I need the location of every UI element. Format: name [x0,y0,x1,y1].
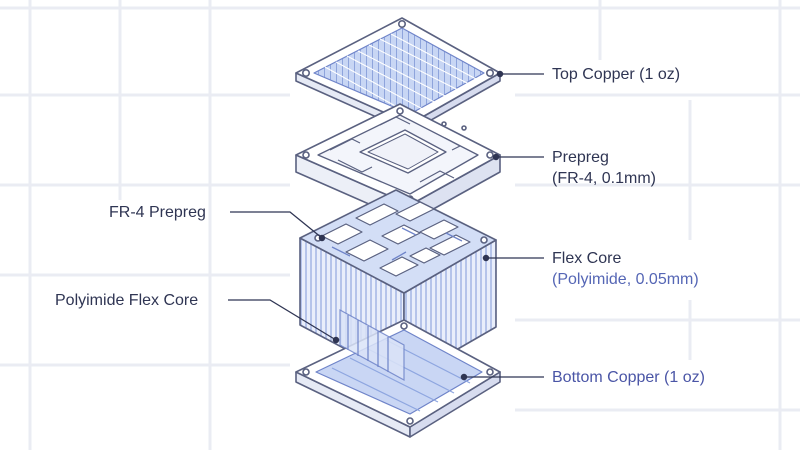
prepreg-layer [295,103,501,223]
leader-dot-prepreg [492,153,500,161]
label-flex-core-line1: Flex Core [552,250,622,267]
leader-dot-polyimide [332,336,340,344]
label-fr4-prepreg: FR-4 Prepreg [109,204,206,221]
label-prepreg-line2: (FR-4, 0.1mm) [552,170,656,187]
label-prepreg: Prepreg (FR-4, 0.1mm) [552,147,656,189]
label-polyimide-flex-core: Polyimide Flex Core [55,292,199,309]
label-flex-core-line2: (Polyimide, 0.05mm) [552,271,699,288]
label-flex-core: Flex Core (Polyimide, 0.05mm) [552,248,699,290]
leader-dot-flex-core [482,254,490,262]
leader-lines [228,70,544,381]
leader-dot-top-copper [496,70,504,78]
flex-ribbon [339,308,405,382]
label-prepreg-line1: Prepreg [552,149,609,166]
leader-dot-fr4-prepreg [318,234,326,242]
leader-dot-bottom-copper [460,373,468,381]
label-bottom-copper: Bottom Copper (1 oz) [552,369,705,386]
label-top-copper: Top Copper (1 oz) [552,66,681,83]
